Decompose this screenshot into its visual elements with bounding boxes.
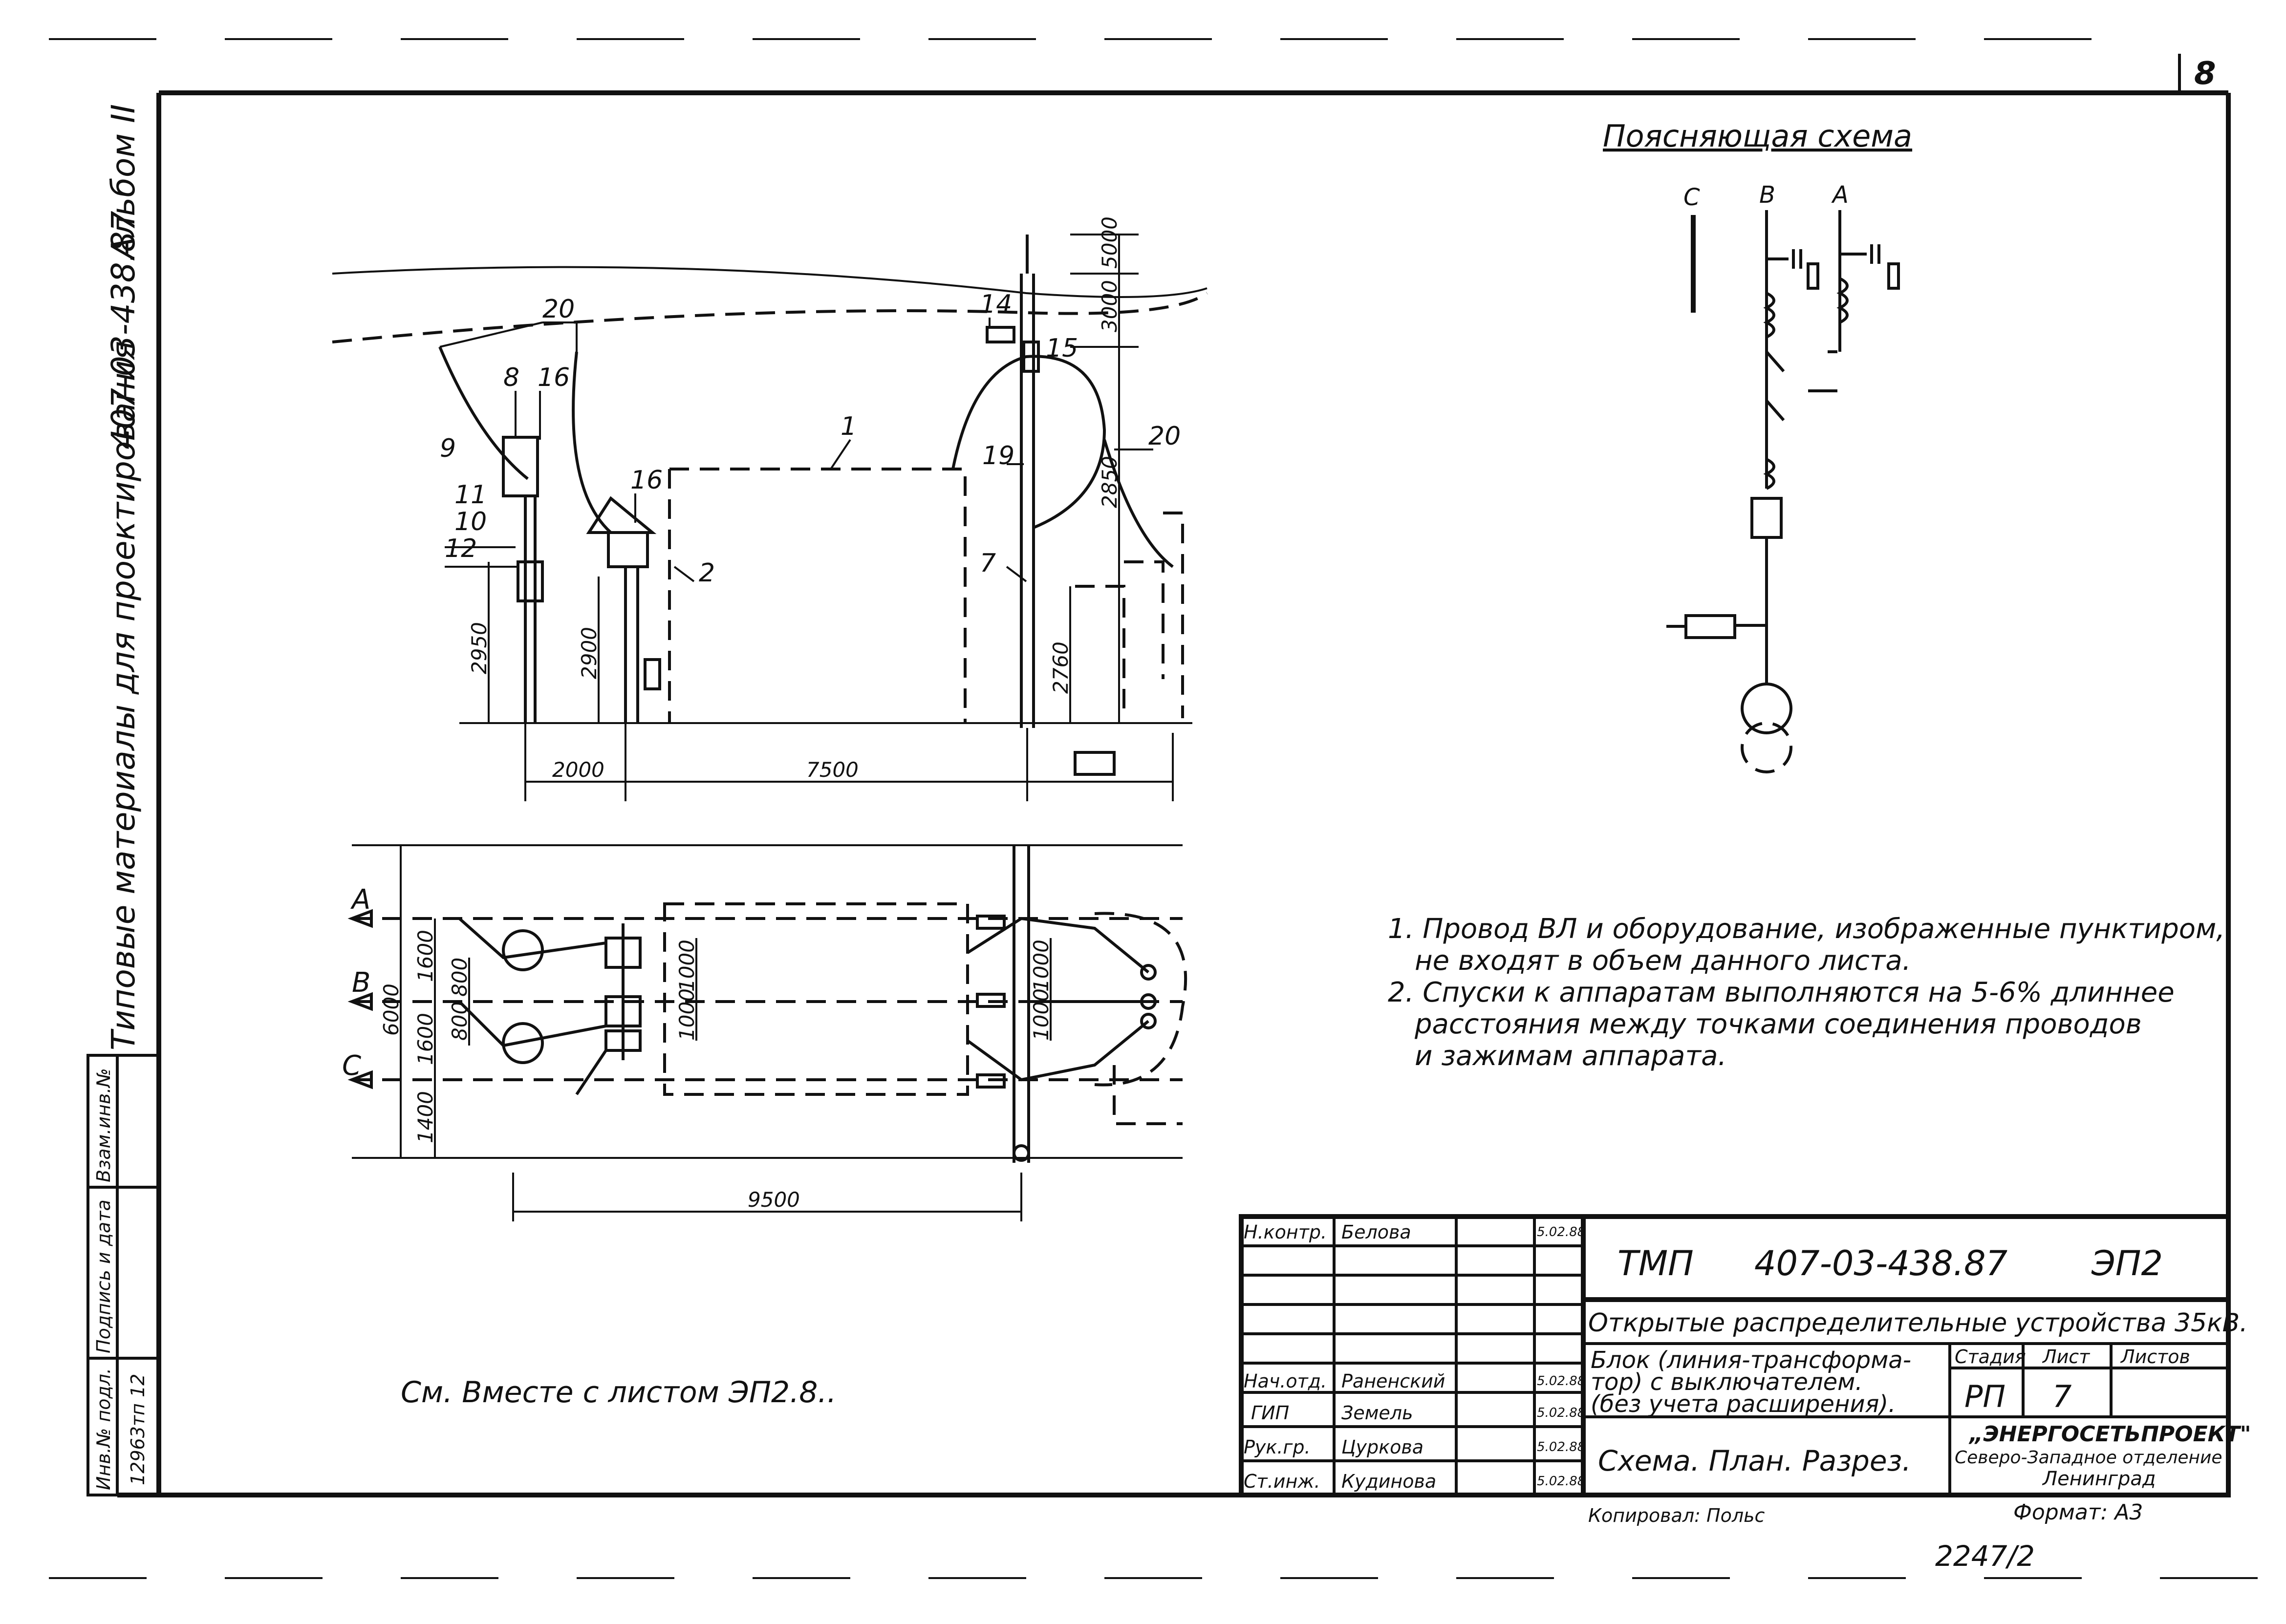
see-also: См. Вместе с листом ЭП2.8.. — [401, 1375, 837, 1410]
tb-name-5: Раненский — [1341, 1370, 1445, 1392]
tb-sheets-header: Листов — [2120, 1346, 2190, 1368]
dim-3000: 3000 — [1098, 280, 1121, 332]
album-series: 407-03-438.87 — [105, 211, 142, 449]
tb-format: Формат: А3 — [2013, 1500, 2143, 1525]
callout-11: 11 — [454, 480, 487, 510]
scheme-phase-b: B — [1759, 181, 1775, 209]
tb-copied-by: Копировал: Польс — [1588, 1505, 1765, 1526]
plan-dim-800b: 800 — [448, 1002, 472, 1041]
tb-name-6: Земель — [1341, 1402, 1413, 1424]
tb-code: ТМП — [1617, 1243, 1694, 1283]
dim-7500: 7500 — [806, 758, 859, 782]
tb-name-8: Кудинова — [1341, 1471, 1436, 1492]
note-line-5: и зажимам аппарата. — [1415, 1040, 1726, 1072]
tb-role-5: Нач.отд. — [1244, 1370, 1327, 1392]
stamp-field-replace: Взам.инв.№ — [93, 1068, 114, 1182]
tb-date-0: 5.02.88 — [1537, 1225, 1585, 1239]
tb-block-desc-3: (без учета расширения). — [1591, 1390, 1896, 1418]
tb-date-6: 5.02.88 — [1537, 1406, 1585, 1420]
sheet-frame — [49, 38, 2258, 1579]
stamp-field-sign: Подпись и дата — [93, 1199, 114, 1353]
callout-10: 10 — [454, 507, 487, 536]
callout-16b: 16 — [630, 466, 663, 495]
scheme-title: Поясняющая схема — [1603, 118, 1912, 154]
tb-stage: РП — [1964, 1379, 2006, 1414]
dim-2950: 2950 — [467, 622, 491, 674]
section-view: 20 8 16 9 11 10 12 16 2 1 14 15 19 7 20 … — [332, 216, 1208, 801]
tb-mark: ЭП2 — [2091, 1243, 2163, 1283]
tb-sheet-header: Лист — [2042, 1346, 2091, 1368]
callout-16a: 16 — [538, 363, 570, 392]
dim-2000: 2000 — [552, 758, 604, 782]
tb-name-0: Белова — [1341, 1221, 1411, 1243]
tb-date-8: 5.02.88 — [1537, 1474, 1585, 1489]
tb-org-1: „ЭНЕРГОСЕТЬПРОЕКТ" — [1968, 1422, 2251, 1447]
dim-2900: 2900 — [577, 627, 601, 679]
note-line-1: 1. Провод ВЛ и оборудование, изображенны… — [1388, 913, 2225, 945]
scheme-phase-c: C — [1683, 184, 1700, 211]
sheet-number: 8 — [2194, 56, 2216, 92]
dim-2760: 2760 — [1049, 641, 1073, 694]
tb-role-0: Н.контр. — [1244, 1221, 1327, 1243]
stamp-field-inv: Инв.№ подл. — [93, 1368, 114, 1490]
callout-19: 19 — [982, 441, 1014, 470]
plan-dim-1000d: 1000 — [1029, 988, 1053, 1041]
plan-dim-1600a: 1600 — [413, 930, 437, 982]
dim-2850: 2850 — [1098, 456, 1121, 508]
album-label: Альбом II — [105, 104, 142, 261]
tb-sheet-desc: Схема. План. Разрез. — [1598, 1444, 1911, 1477]
tb-block-desc-1: Блок (линия-трансформа- — [1591, 1346, 1911, 1374]
note-line-3: 2. Спуски к аппаратам выполняются на 5-6… — [1388, 977, 2175, 1008]
tb-org-2: Северо-Западное отделение — [1955, 1448, 2222, 1468]
plan-dim-1600b: 1600 — [413, 1013, 437, 1065]
plan-dim-1000c: 1000 — [1029, 940, 1053, 992]
note-line-2: не входят в объем данного листа. — [1415, 945, 1911, 977]
plan-phase-a: A — [350, 884, 370, 916]
tb-stage-header: Стадия — [1955, 1346, 2026, 1368]
callout-1: 1 — [841, 412, 857, 441]
tb-name-7: Цуркова — [1341, 1436, 1423, 1458]
plan-dim-6000: 6000 — [379, 983, 403, 1036]
stamp-value-inv: 12963тп 12 — [127, 1374, 149, 1485]
tb-role-6: ГИП — [1251, 1402, 1289, 1424]
tb-role-8: Ст.инж. — [1244, 1471, 1320, 1492]
callout-2: 2 — [699, 558, 715, 588]
tb-sheet: 7 — [2052, 1379, 2071, 1414]
tb-designation: 407-03-438.87 — [1754, 1243, 2007, 1283]
tb-role-7: Рук.гр. — [1244, 1436, 1311, 1458]
notes: 1. Провод ВЛ и оборудование, изображенны… — [1388, 913, 2225, 1072]
plan-dim-1000a: 1000 — [675, 940, 699, 992]
tb-date-5: 5.02.88 — [1537, 1374, 1585, 1389]
callout-14: 14 — [980, 290, 1012, 319]
callout-12: 12 — [445, 534, 477, 563]
plan-dim-1000b: 1000 — [675, 988, 699, 1041]
left-stamp: Инв.№ подл. Подпись и дата Взам.инв.№ 12… — [86, 1054, 160, 1496]
callout-8: 8 — [503, 363, 519, 392]
callout-20a: 20 — [542, 295, 575, 324]
album-title-prefix: Типовые материалы для проектирования — [105, 341, 142, 1050]
plan-dim-800a: 800 — [448, 958, 472, 997]
album-title: Типовые материалы для проектирования 407… — [105, 104, 142, 1050]
plan-phase-c: C — [342, 1050, 361, 1082]
callout-20b: 20 — [1148, 422, 1181, 451]
plan-view: A B C 6000 1600 1600 1400 800 800 1000 1… — [342, 844, 1187, 1221]
scheme-phase-a: A — [1831, 181, 1849, 209]
plan-dim-9500: 9500 — [748, 1188, 800, 1212]
plan-dim-1400: 1400 — [413, 1091, 437, 1143]
callout-9: 9 — [440, 434, 456, 463]
explanatory-scheme: Поясняющая схема C B A — [1603, 118, 1912, 773]
tb-project: Открытые распределительные устройства 35… — [1588, 1308, 2248, 1338]
dim-5000: 5000 — [1098, 216, 1121, 269]
callout-7: 7 — [980, 549, 996, 578]
tb-org-3: Ленинград — [2042, 1468, 2156, 1490]
callout-15: 15 — [1046, 334, 1078, 363]
note-line-4: расстояния между точками соединения пров… — [1414, 1008, 2142, 1040]
plan-phase-b: B — [352, 967, 370, 999]
title-block: Н.контр. Нач.отд. ГИП Рук.гр. Ст.инж. Бе… — [1239, 1214, 2251, 1526]
tb-date-7: 5.02.88 — [1537, 1440, 1585, 1454]
tb-block-desc-2: тор) с выключателем. — [1591, 1368, 1863, 1396]
doc-id: 2247/2 — [1935, 1539, 2035, 1573]
